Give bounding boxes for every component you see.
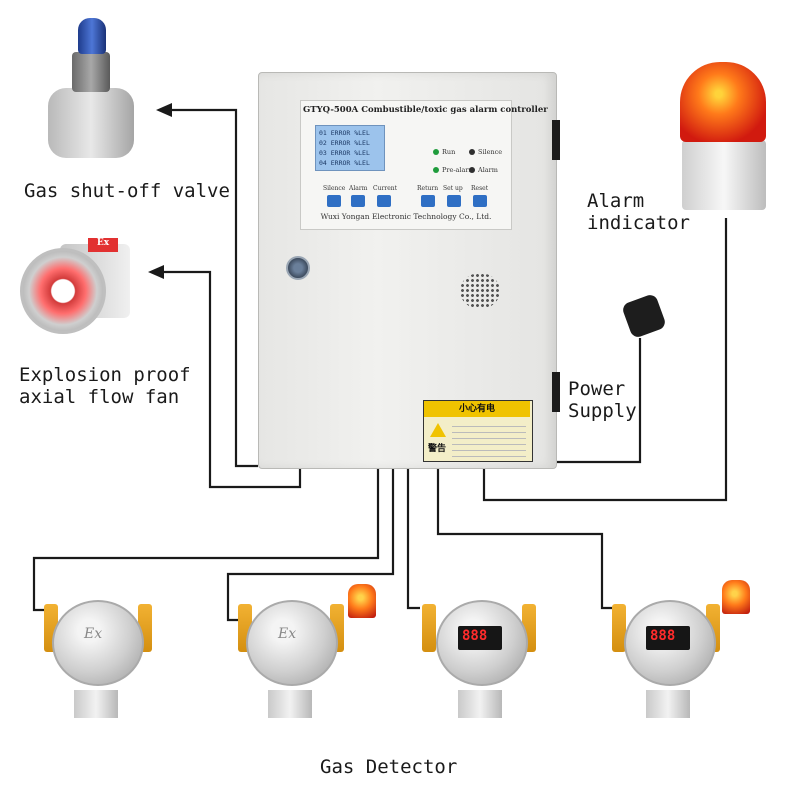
- wire-fan: [160, 270, 302, 489]
- buzzer-speaker-grille: [460, 273, 500, 309]
- wire-detector-2: [226, 467, 395, 622]
- valve-blue-cap: [78, 18, 106, 54]
- key-label-alarm: Alarm: [349, 185, 368, 192]
- detector-4-bracket: [612, 604, 626, 652]
- detector-label: Gas Detector: [320, 756, 458, 778]
- alarm-beacon-icon: [680, 62, 766, 142]
- alarm-led-icon: [469, 167, 475, 173]
- detector-1-sensor-head: [74, 690, 118, 718]
- lcd-row: 03 ERROR %LEL: [319, 149, 370, 157]
- arrow-fan: [148, 265, 164, 279]
- key-label-current: Current: [373, 185, 398, 192]
- warning-side-text: 警告: [428, 444, 447, 454]
- detector-3-bracket: [422, 604, 436, 652]
- run-led-label: Run: [442, 148, 456, 156]
- lcd-row: 04 ERROR %LEL: [319, 159, 370, 167]
- alarm-led-label: Alarm: [478, 166, 498, 174]
- arrow-valve: [156, 103, 172, 117]
- current-key[interactable]: [377, 195, 391, 207]
- wire-valve: [170, 108, 258, 468]
- controller-title: GTYQ-500A Combustible/toxic gas alarm co…: [303, 105, 548, 115]
- run-led-icon: [433, 149, 439, 155]
- cabinet-lock-icon[interactable]: [286, 256, 310, 280]
- fan-label-line1: Explosion proof: [19, 364, 191, 386]
- cabinet-hinge-bottom: [552, 372, 560, 412]
- alarm-label-line1: Alarm: [587, 190, 645, 212]
- key-label-silence: Silence: [323, 185, 346, 192]
- power-label-line2: Supply: [568, 400, 637, 422]
- detector-2-beacon-icon: [348, 584, 376, 618]
- valve-label: Gas shut-off valve: [24, 180, 230, 202]
- wire-alarm: [482, 218, 728, 502]
- silence-led-icon: [469, 149, 475, 155]
- detector-4-display: [646, 626, 690, 650]
- gas-detector-1: [52, 600, 144, 686]
- warning-triangle-icon: [430, 423, 446, 437]
- detector-4-readout: 888: [650, 628, 676, 644]
- detector-3-display: [458, 626, 502, 650]
- setup-key[interactable]: [447, 195, 461, 207]
- detector-2-sensor-head: [268, 690, 312, 718]
- gas-detector-2: [246, 600, 338, 686]
- key-label-return: Return: [417, 185, 439, 192]
- detector-3-readout: 888: [462, 628, 488, 644]
- pre-alarm-led-icon: [433, 167, 439, 173]
- valve-solenoid-coil: [72, 52, 110, 92]
- return-key[interactable]: [421, 195, 435, 207]
- alarm-key[interactable]: [351, 195, 365, 207]
- power-label-line1: Power: [568, 378, 626, 400]
- alarm-label-line2: indicator: [587, 212, 690, 234]
- key-label-setup: Set up: [443, 185, 463, 192]
- lcd-row: 01 ERROR %LEL: [319, 129, 370, 137]
- fan-label-line2: axial flow fan: [19, 386, 180, 408]
- detector-2-ex-mark: Ex: [278, 626, 297, 642]
- gas-shutoff-valve: [48, 88, 134, 158]
- controller-front-panel: GTYQ-500A Combustible/toxic gas alarm co…: [300, 100, 548, 230]
- silence-led-label: Silence: [478, 148, 503, 156]
- pre-alarm-led-label: Pre-alarm: [442, 166, 475, 174]
- warning-header: 小心有电: [424, 401, 530, 417]
- reset-key[interactable]: [473, 195, 487, 207]
- warning-fine-print: [452, 421, 526, 457]
- detector-4-beacon-icon: [722, 580, 750, 614]
- controller-lcd: 01 ERROR %LEL 02 ERROR %LEL 03 ERROR %LE…: [315, 125, 385, 171]
- fan-ex-tag: Ex: [88, 238, 118, 252]
- wire-detector-3: [406, 467, 420, 610]
- detector-4-sensor-head: [646, 690, 690, 718]
- silence-key[interactable]: [327, 195, 341, 207]
- detector-3-sensor-head: [458, 690, 502, 718]
- wire-detector-4: [436, 467, 612, 610]
- cabinet-hinge-top: [552, 120, 560, 160]
- wire-detector-1: [32, 467, 380, 612]
- key-label-reset: Reset: [471, 185, 489, 192]
- warning-label: 小心有电 警告: [423, 400, 533, 462]
- alarm-beacon-base: [682, 140, 766, 210]
- lcd-row: 02 ERROR %LEL: [319, 139, 370, 147]
- detector-1-ex-mark: Ex: [84, 626, 103, 642]
- manufacturer-name: Wuxi Yongan Electronic Technology Co., L…: [320, 212, 492, 221]
- wire-power: [555, 338, 642, 464]
- axial-fan-icon: [20, 248, 106, 334]
